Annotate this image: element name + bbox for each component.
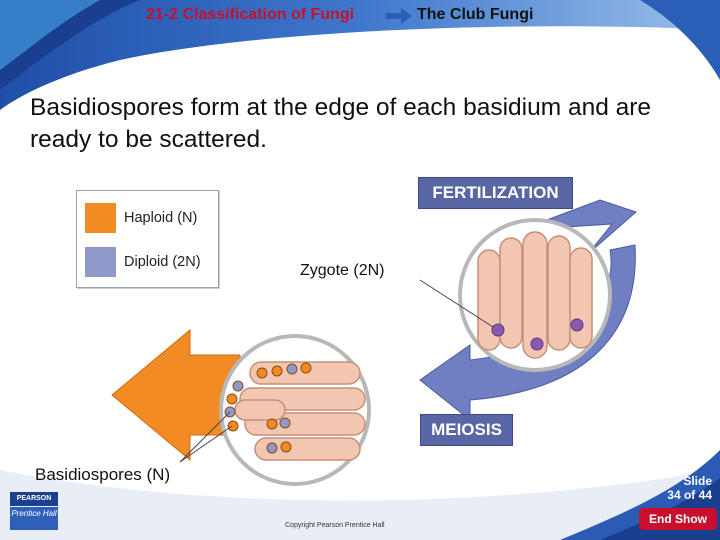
- basidiospore-pointer: [179, 411, 231, 463]
- legend-label: Diploid (2N): [124, 254, 201, 270]
- basidiospores-label: Basidiospores (N): [35, 465, 171, 484]
- slide-counter-value: 34 of 44: [667, 488, 712, 502]
- fertilization-label: FERTILIZATION: [418, 177, 573, 209]
- zygote-nucleus: [530, 337, 544, 351]
- slide-title: Basidiospores form at the edge of each b…: [30, 94, 652, 153]
- right-arrow-icon: [386, 8, 412, 24]
- zygote-nucleus: [491, 323, 505, 337]
- slide-counter-label: Slide: [683, 474, 712, 488]
- section-title: 21-2 Classification of Fungi: [146, 6, 355, 23]
- zygote-nucleus: [570, 318, 584, 332]
- diploid-swatch: [85, 247, 116, 277]
- basidiospore-pointer: [179, 425, 233, 463]
- legend-label: Haploid (N): [124, 210, 198, 226]
- basidia-fingers: [477, 231, 593, 359]
- copyright-text: Copyright Pearson Prentice Hall: [285, 522, 385, 529]
- slide-counter: Slide 34 of 44: [652, 474, 712, 502]
- ploidy-legend: Haploid (N) Diploid (2N): [76, 190, 219, 288]
- pearson-logo: PEARSON Prentice Hall: [10, 492, 58, 530]
- topic-title: The Club Fungi: [417, 6, 534, 23]
- slide-header: 21-2 Classification of Fungi The Club Fu…: [0, 5, 720, 27]
- logo-text-bottom: Prentice Hall: [10, 507, 58, 530]
- legend-item-haploid: Haploid (N): [85, 203, 213, 233]
- legend-item-diploid: Diploid (2N): [85, 247, 213, 277]
- logo-text-top: PEARSON: [10, 492, 58, 506]
- haploid-swatch: [85, 203, 116, 233]
- meiosis-label: MEIOSIS: [420, 414, 513, 446]
- zygote-label: Zygote (2N): [300, 262, 385, 279]
- basidiospores: [224, 362, 312, 454]
- end-show-button[interactable]: End Show: [639, 508, 717, 530]
- zygote-pointer: [419, 279, 494, 328]
- fertilization-arrow: [519, 199, 637, 255]
